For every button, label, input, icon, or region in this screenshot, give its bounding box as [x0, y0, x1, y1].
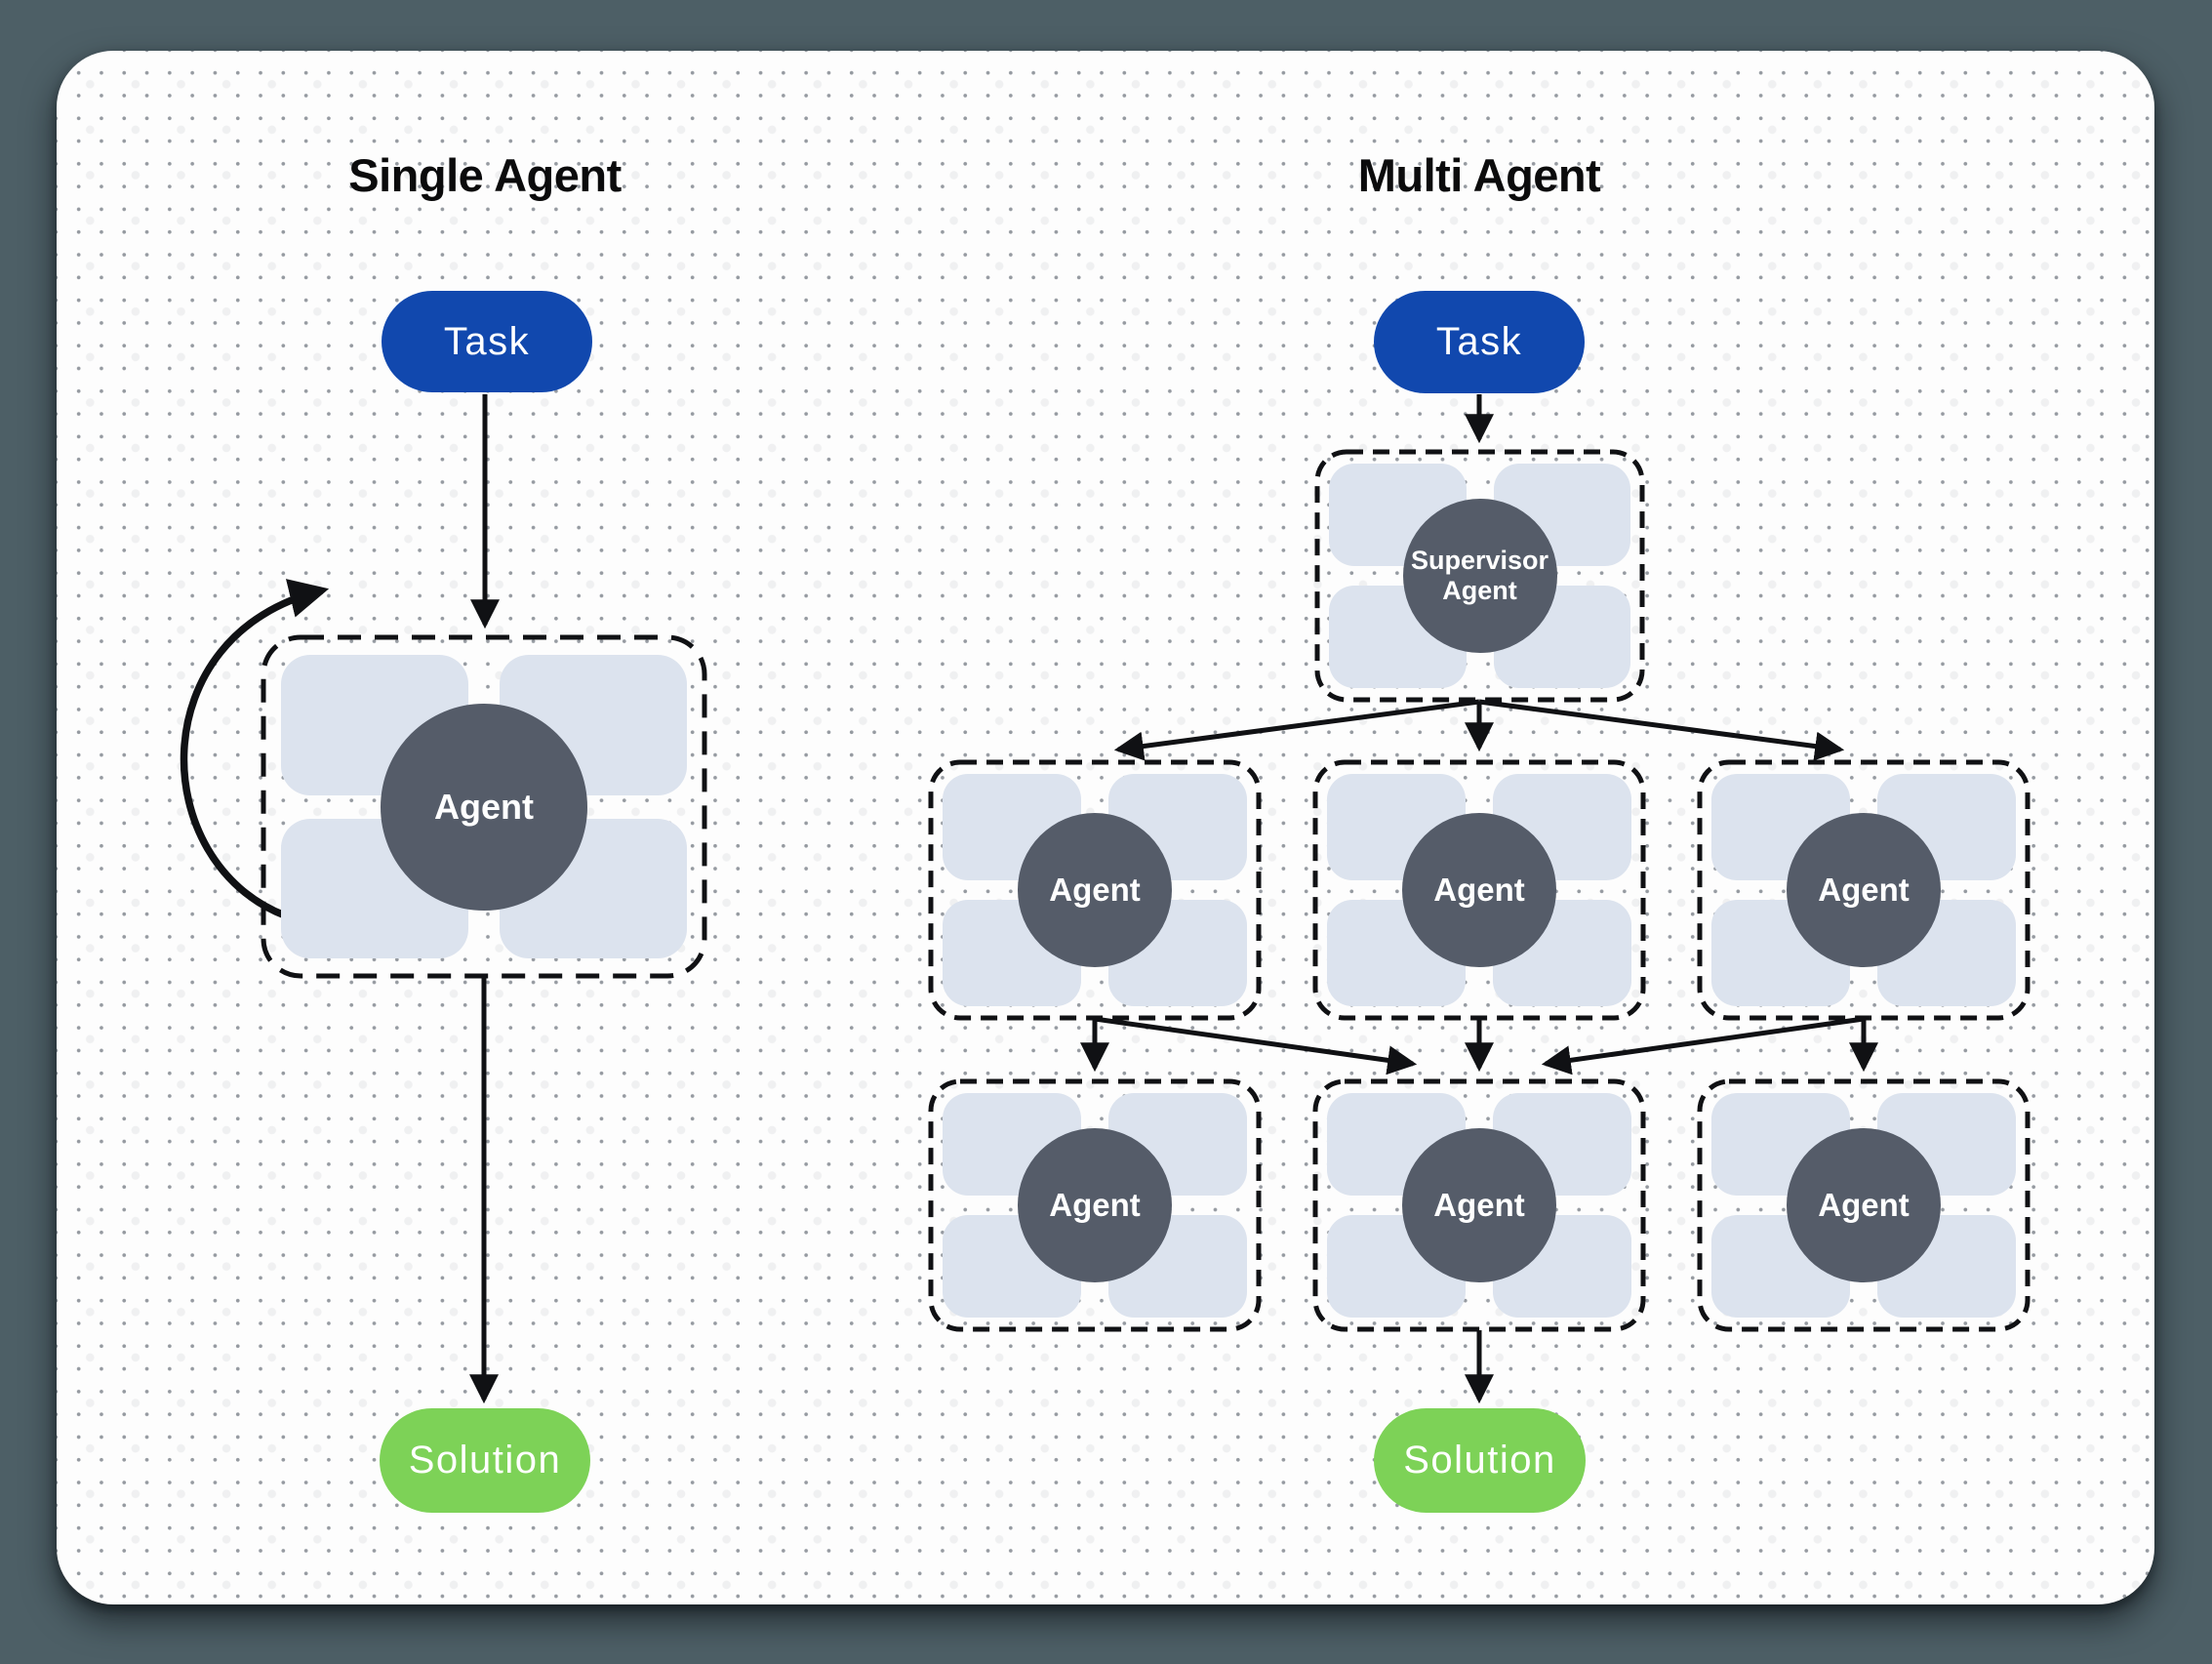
task-pill-right-label: Task [1435, 320, 1523, 363]
solution-pill-right-label: Solution [1403, 1439, 1556, 1481]
agent-circle-label: Agent [1049, 871, 1141, 908]
agent-circle: Agent [1402, 1128, 1556, 1282]
agent-circle-label: Agent [1433, 1186, 1525, 1223]
supervisor-label-line2: Agent [1442, 576, 1517, 605]
solution-pill-left-label: Solution [408, 1439, 562, 1481]
agent-circle: Agent [1787, 813, 1941, 967]
agent-circle-label: Agent [1818, 871, 1910, 908]
single-agent-cluster: Agent [263, 637, 704, 976]
agent-circle-label: Agent [434, 786, 534, 827]
agent-cluster-mid-center: Agent [1315, 762, 1643, 1018]
agent-cluster-mid-right: Agent [1700, 762, 2028, 1018]
agent-cluster-mid-left: Agent [931, 762, 1259, 1018]
agent-circle: Agent [1018, 1128, 1172, 1282]
supervisor-agent-circle: Supervisor Agent [1402, 499, 1557, 653]
agent-circle: Agent [1402, 813, 1556, 967]
task-pill-left-label: Task [443, 319, 531, 363]
supervisor-label-line1: Supervisor [1410, 545, 1549, 575]
solution-pill-right: Solution [1374, 1408, 1586, 1513]
agent-circle: Agent [1018, 813, 1172, 967]
task-pill-right: Task [1374, 291, 1585, 393]
agent-circle-label: Agent [1433, 871, 1525, 908]
agent-circle: Agent [381, 703, 587, 911]
agent-cluster-bottom-left: Agent [931, 1081, 1259, 1329]
agent-circle: Agent [1787, 1128, 1941, 1282]
agent-cluster-bottom-center: Agent [1315, 1081, 1643, 1329]
supervisor-agent-cluster: Supervisor Agent [1317, 452, 1642, 700]
right-column-title: Multi Agent [1357, 149, 1601, 201]
solution-pill-left: Solution [380, 1408, 590, 1513]
task-pill-left: Task [382, 291, 592, 392]
agent-circle-label: Agent [1049, 1186, 1141, 1223]
agent-circle-label: Agent [1818, 1186, 1910, 1223]
agent-cluster-bottom-right: Agent [1700, 1081, 2028, 1329]
left-column-title: Single Agent [348, 149, 622, 201]
